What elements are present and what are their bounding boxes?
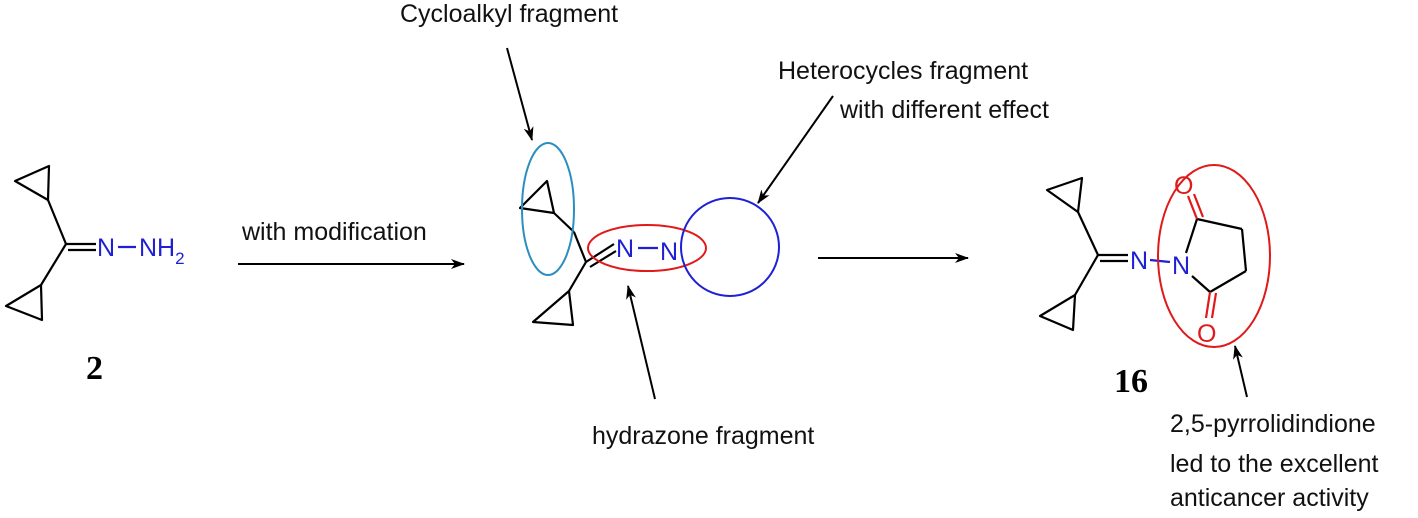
compound-2-number: 2 xyxy=(86,350,103,387)
compound-2-structure: N NH2 xyxy=(4,164,185,322)
cycloalkyl-highlight-oval xyxy=(521,142,575,276)
modification-label: with modification xyxy=(241,218,427,246)
nh2-group: NH2 xyxy=(139,234,185,268)
pyrrolidindione-label-line1: 2,5-pyrrolidindione xyxy=(1170,410,1376,438)
pyrrolidindione-label-line3: anticancer activity xyxy=(1170,484,1369,512)
nitrogen-atom: N xyxy=(1172,252,1190,280)
hydrazone-highlight-oval xyxy=(587,224,707,272)
oxygen-atom: O xyxy=(1174,172,1193,200)
heterocycle-placeholder-circle xyxy=(680,197,780,297)
pyrrolidindione-pointer-arrow xyxy=(1233,345,1248,398)
hydrazone-label: hydrazone fragment xyxy=(592,422,814,450)
oxygen-atom: O xyxy=(1197,320,1216,348)
compound-16-number: 16 xyxy=(1114,363,1148,400)
hydrazone-pointer-arrow xyxy=(626,285,656,400)
compound-16-structure: N N O O xyxy=(1038,172,1248,348)
pyrrolidindione-highlight-oval xyxy=(1157,164,1271,348)
pyrrolidindione-label-line2: led to the excellent xyxy=(1170,450,1379,478)
cycloalkyl-label: Cycloalkyl fragment xyxy=(400,0,618,28)
heterocycles-pointer-arrow xyxy=(757,95,834,204)
nitrogen-atom: N xyxy=(1130,247,1148,275)
heterocycles-label-line1: Heterocycles fragment xyxy=(778,57,1028,85)
nitrogen-atom: N xyxy=(616,235,634,263)
cycloalkyl-pointer-arrow xyxy=(506,47,534,141)
scaffold-structure: N N xyxy=(518,179,678,327)
nitrogen-atom: N xyxy=(660,238,678,266)
nitrogen-atom: N xyxy=(97,234,115,262)
heterocycles-label-line2: with different effect xyxy=(839,96,1049,124)
